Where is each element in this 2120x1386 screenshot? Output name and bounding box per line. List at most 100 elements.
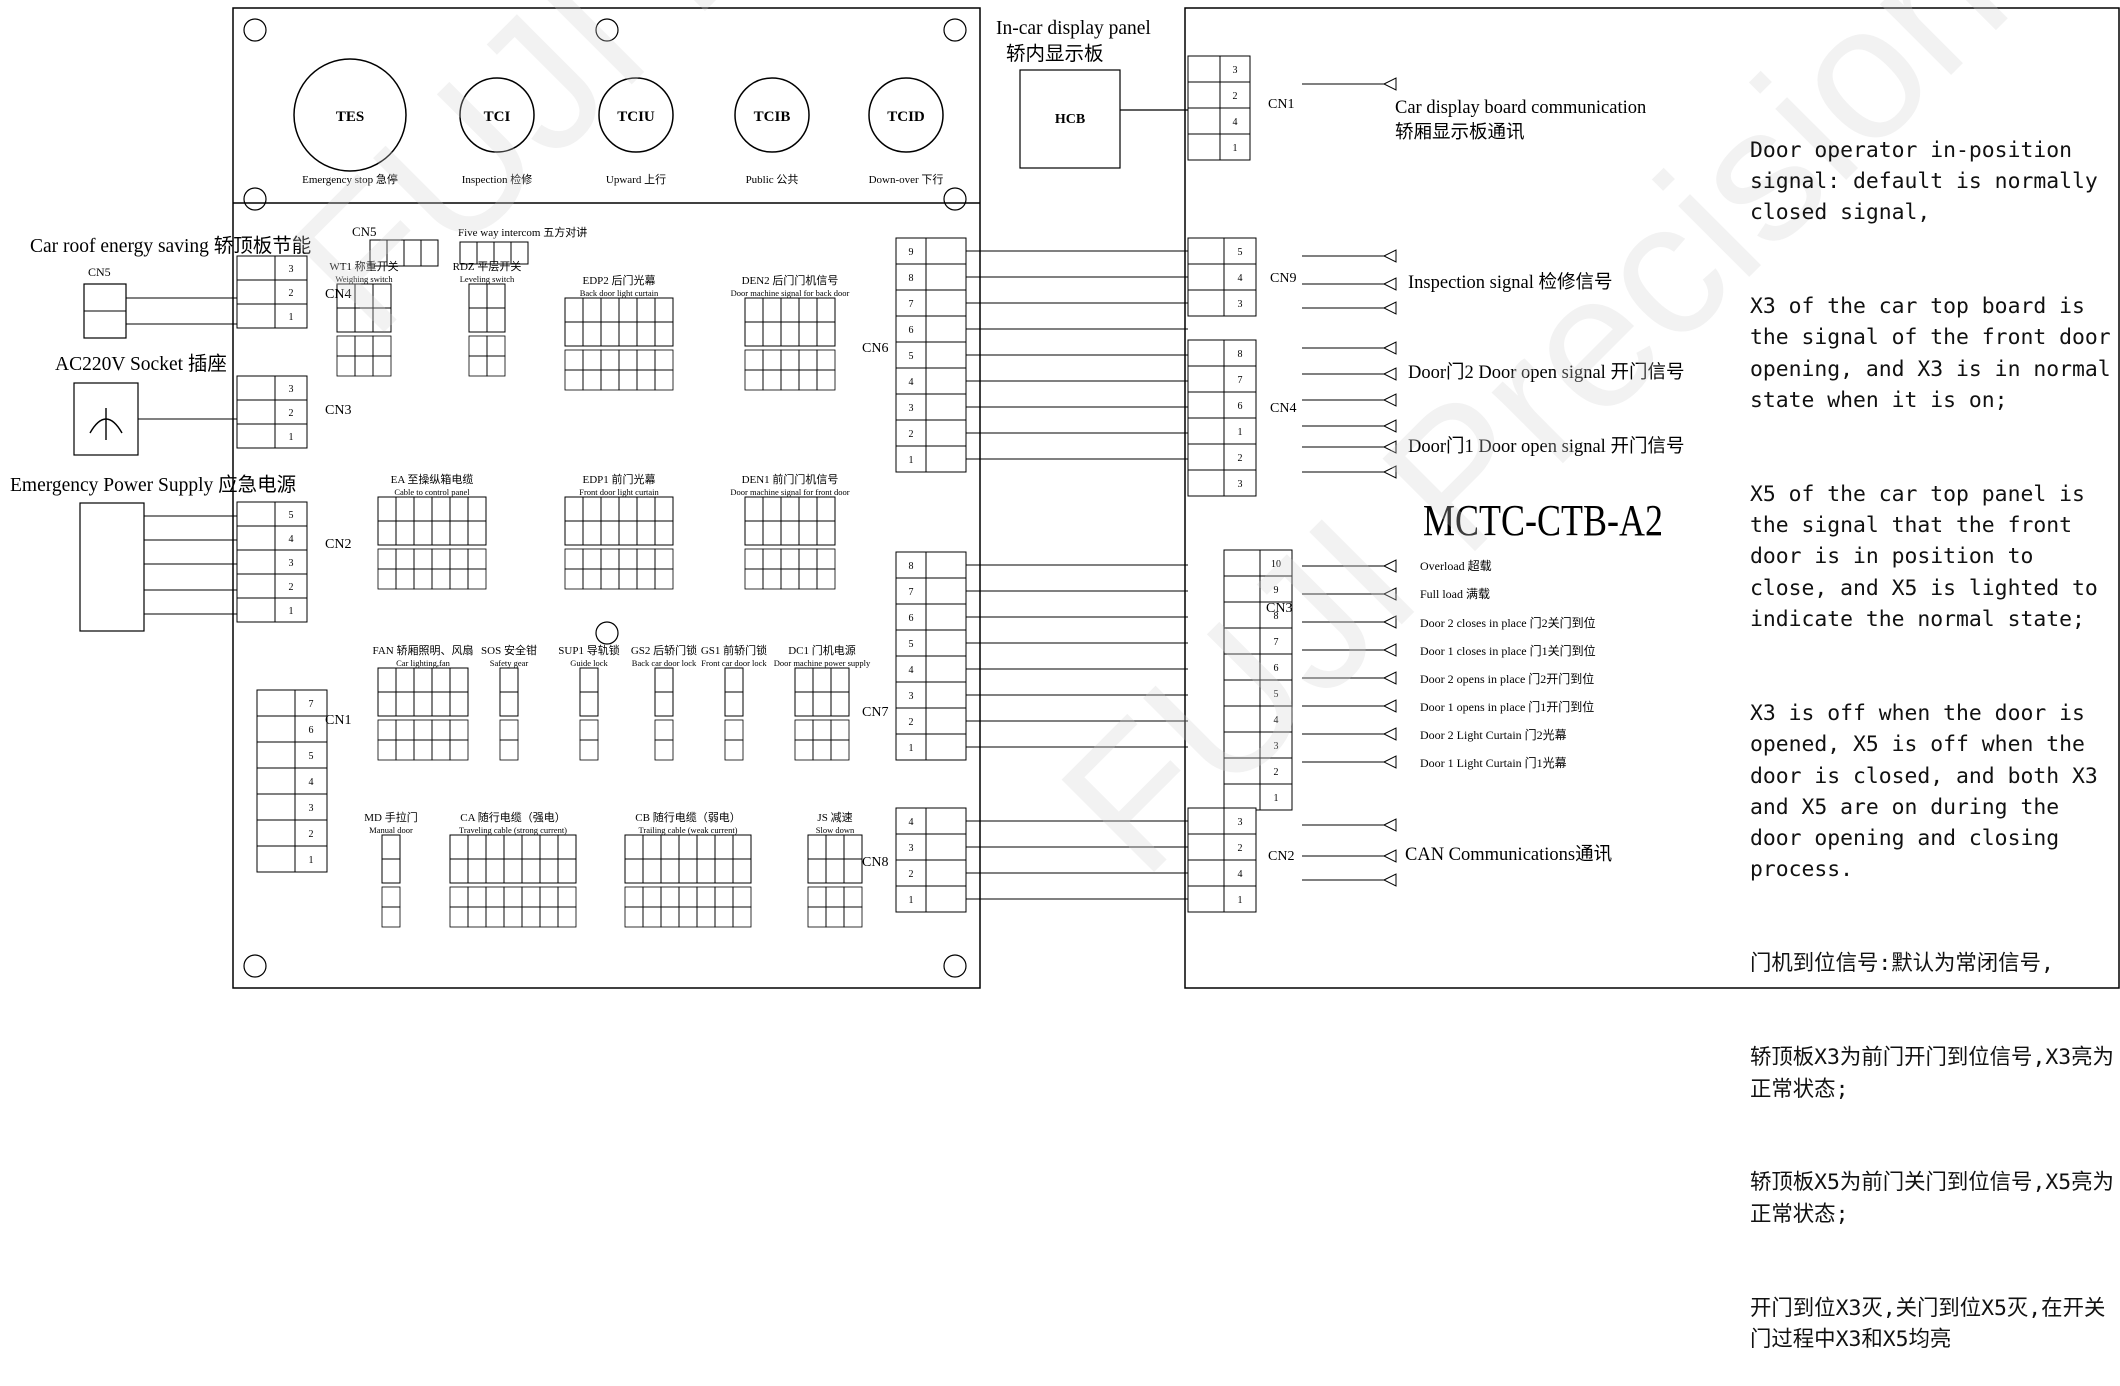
block-wire-cell	[467, 906, 487, 928]
signal-label: Door 2 opens in place 门2开门到位	[1420, 671, 1594, 686]
block-wire-cell	[582, 568, 602, 590]
block-pin-cell	[618, 321, 638, 347]
block-pin-cell	[354, 307, 374, 333]
right-connector-3-pin-number: 1	[909, 895, 914, 906]
block-wire-cell	[654, 719, 674, 741]
block-wire-cell	[798, 369, 818, 391]
display-pin	[1219, 55, 1251, 83]
block-wire-cell	[431, 719, 451, 741]
left-connector-2-pin-number: 1	[289, 432, 294, 443]
block-pin-cell	[654, 496, 674, 522]
block-pin-cell	[624, 834, 644, 860]
right-board-pin-number: 8	[1274, 611, 1279, 622]
block-wire-cell	[618, 568, 638, 590]
right-board-signal-cell	[1187, 885, 1225, 913]
signal-arrow-icon	[1382, 727, 1397, 741]
block-wire-cell	[654, 739, 674, 761]
left-connector-signal-cell	[236, 501, 276, 527]
signal-arrow-icon	[1382, 249, 1397, 263]
button-tcib: TCIB Public 公共	[734, 77, 810, 186]
button-tci: TCI Inspection 检修	[459, 77, 535, 186]
right-board-signal-cell	[1187, 443, 1225, 471]
block-pin-cell	[395, 496, 415, 522]
right-board-connector-label: CN4	[1270, 401, 1296, 416]
right-board-pin-number: 3	[1238, 479, 1243, 490]
display-signal-cell	[1187, 133, 1221, 161]
block-pin-cell	[372, 307, 392, 333]
block-wire-cell	[449, 548, 469, 570]
block-wire-cell	[624, 906, 644, 928]
left-connector-4-pin	[294, 689, 328, 717]
display-signal-cell	[1187, 107, 1221, 135]
block-gs2-title: GS2 后轿门锁	[631, 643, 697, 657]
block-wire-cell	[467, 886, 487, 908]
right-connector-2-pin-number: 5	[909, 639, 914, 650]
left-connector-1-pin	[274, 255, 308, 281]
block-pin-cell	[486, 283, 506, 309]
right-board-pin-number: 2	[1238, 843, 1243, 854]
right-connector-signal-cell	[925, 833, 967, 861]
right-board-pin-number: 5	[1274, 689, 1279, 700]
right-board-pin-number: 4	[1238, 273, 1243, 284]
block-pin-cell	[744, 297, 764, 323]
mount-hole	[943, 187, 967, 211]
button-caption: Down-over 下行	[869, 173, 944, 186]
button-id: TCIB	[754, 109, 791, 125]
block-wire-cell	[660, 886, 680, 908]
block-wire-cell	[636, 369, 656, 391]
right-board-pin	[1259, 731, 1293, 759]
block-pin-cell	[557, 834, 577, 860]
display-signal-cell	[1187, 55, 1221, 83]
block-pin-cell	[636, 496, 656, 522]
signal-arrow-icon	[1382, 301, 1397, 315]
block-pin-cell	[377, 496, 397, 522]
block-wire-cell	[724, 719, 744, 741]
right-board-signal-cell	[1223, 575, 1261, 603]
block-md-subtitle: Manual door	[369, 825, 413, 835]
block-wire-cell	[812, 739, 832, 761]
block-pin-cell	[449, 496, 469, 522]
block-pin-cell	[618, 520, 638, 546]
right-board-signal-cell	[1187, 807, 1225, 835]
block-pin-cell	[486, 307, 506, 333]
block-pin-cell	[582, 321, 602, 347]
block-pin-cell	[582, 297, 602, 323]
signal-arrow-icon	[1382, 587, 1397, 601]
hcb-box	[1019, 69, 1121, 169]
signal-arrow-icon	[1382, 440, 1397, 454]
block-wire-cell	[794, 719, 814, 741]
block-pin-cell	[798, 321, 818, 347]
block-wire-cell	[678, 886, 698, 908]
block-js-title: JS 减速	[817, 811, 852, 824]
block-pin-cell	[467, 496, 487, 522]
right-connector-1-pin-number: 6	[909, 325, 914, 336]
right-connector-1-pin-number: 4	[909, 377, 914, 388]
block-wire-cell	[413, 719, 433, 741]
right-connector-signal-cell	[925, 629, 967, 657]
block-wire-cell	[557, 886, 577, 908]
signal-label: Inspection signal 检修信号	[1408, 272, 1613, 293]
block-wire-cell	[654, 548, 674, 570]
block-dc1-subtitle: Door machine power supply	[774, 658, 871, 668]
signal-label: Car display board communication	[1395, 98, 1646, 118]
block-pin-cell	[654, 321, 674, 347]
block-wire-cell	[732, 886, 752, 908]
desc-en-4: X3 is off when the door is opened, X5 is…	[1750, 700, 2111, 883]
block-pin-cell	[714, 858, 734, 884]
block-wire-cell	[431, 568, 451, 590]
signal-arrow-icon	[1382, 419, 1397, 433]
block-wire-cell	[521, 886, 541, 908]
block-pin-cell	[485, 858, 505, 884]
block-pin-cell	[642, 834, 662, 860]
block-pin-cell	[557, 858, 577, 884]
block-wire-cell	[600, 568, 620, 590]
emergency-power-title: Emergency Power Supply 应急电源	[10, 474, 296, 496]
block-md-title: MD 手拉门	[364, 810, 417, 824]
block-wire-cell	[579, 719, 599, 741]
block-pin-cell	[636, 321, 656, 347]
button-caption: Upward 上行	[606, 173, 666, 186]
right-board-pin-number: 6	[1238, 401, 1243, 412]
block-wire-cell	[381, 886, 401, 908]
block-pin-cell	[485, 834, 505, 860]
right-board-signal-cell	[1223, 627, 1261, 655]
